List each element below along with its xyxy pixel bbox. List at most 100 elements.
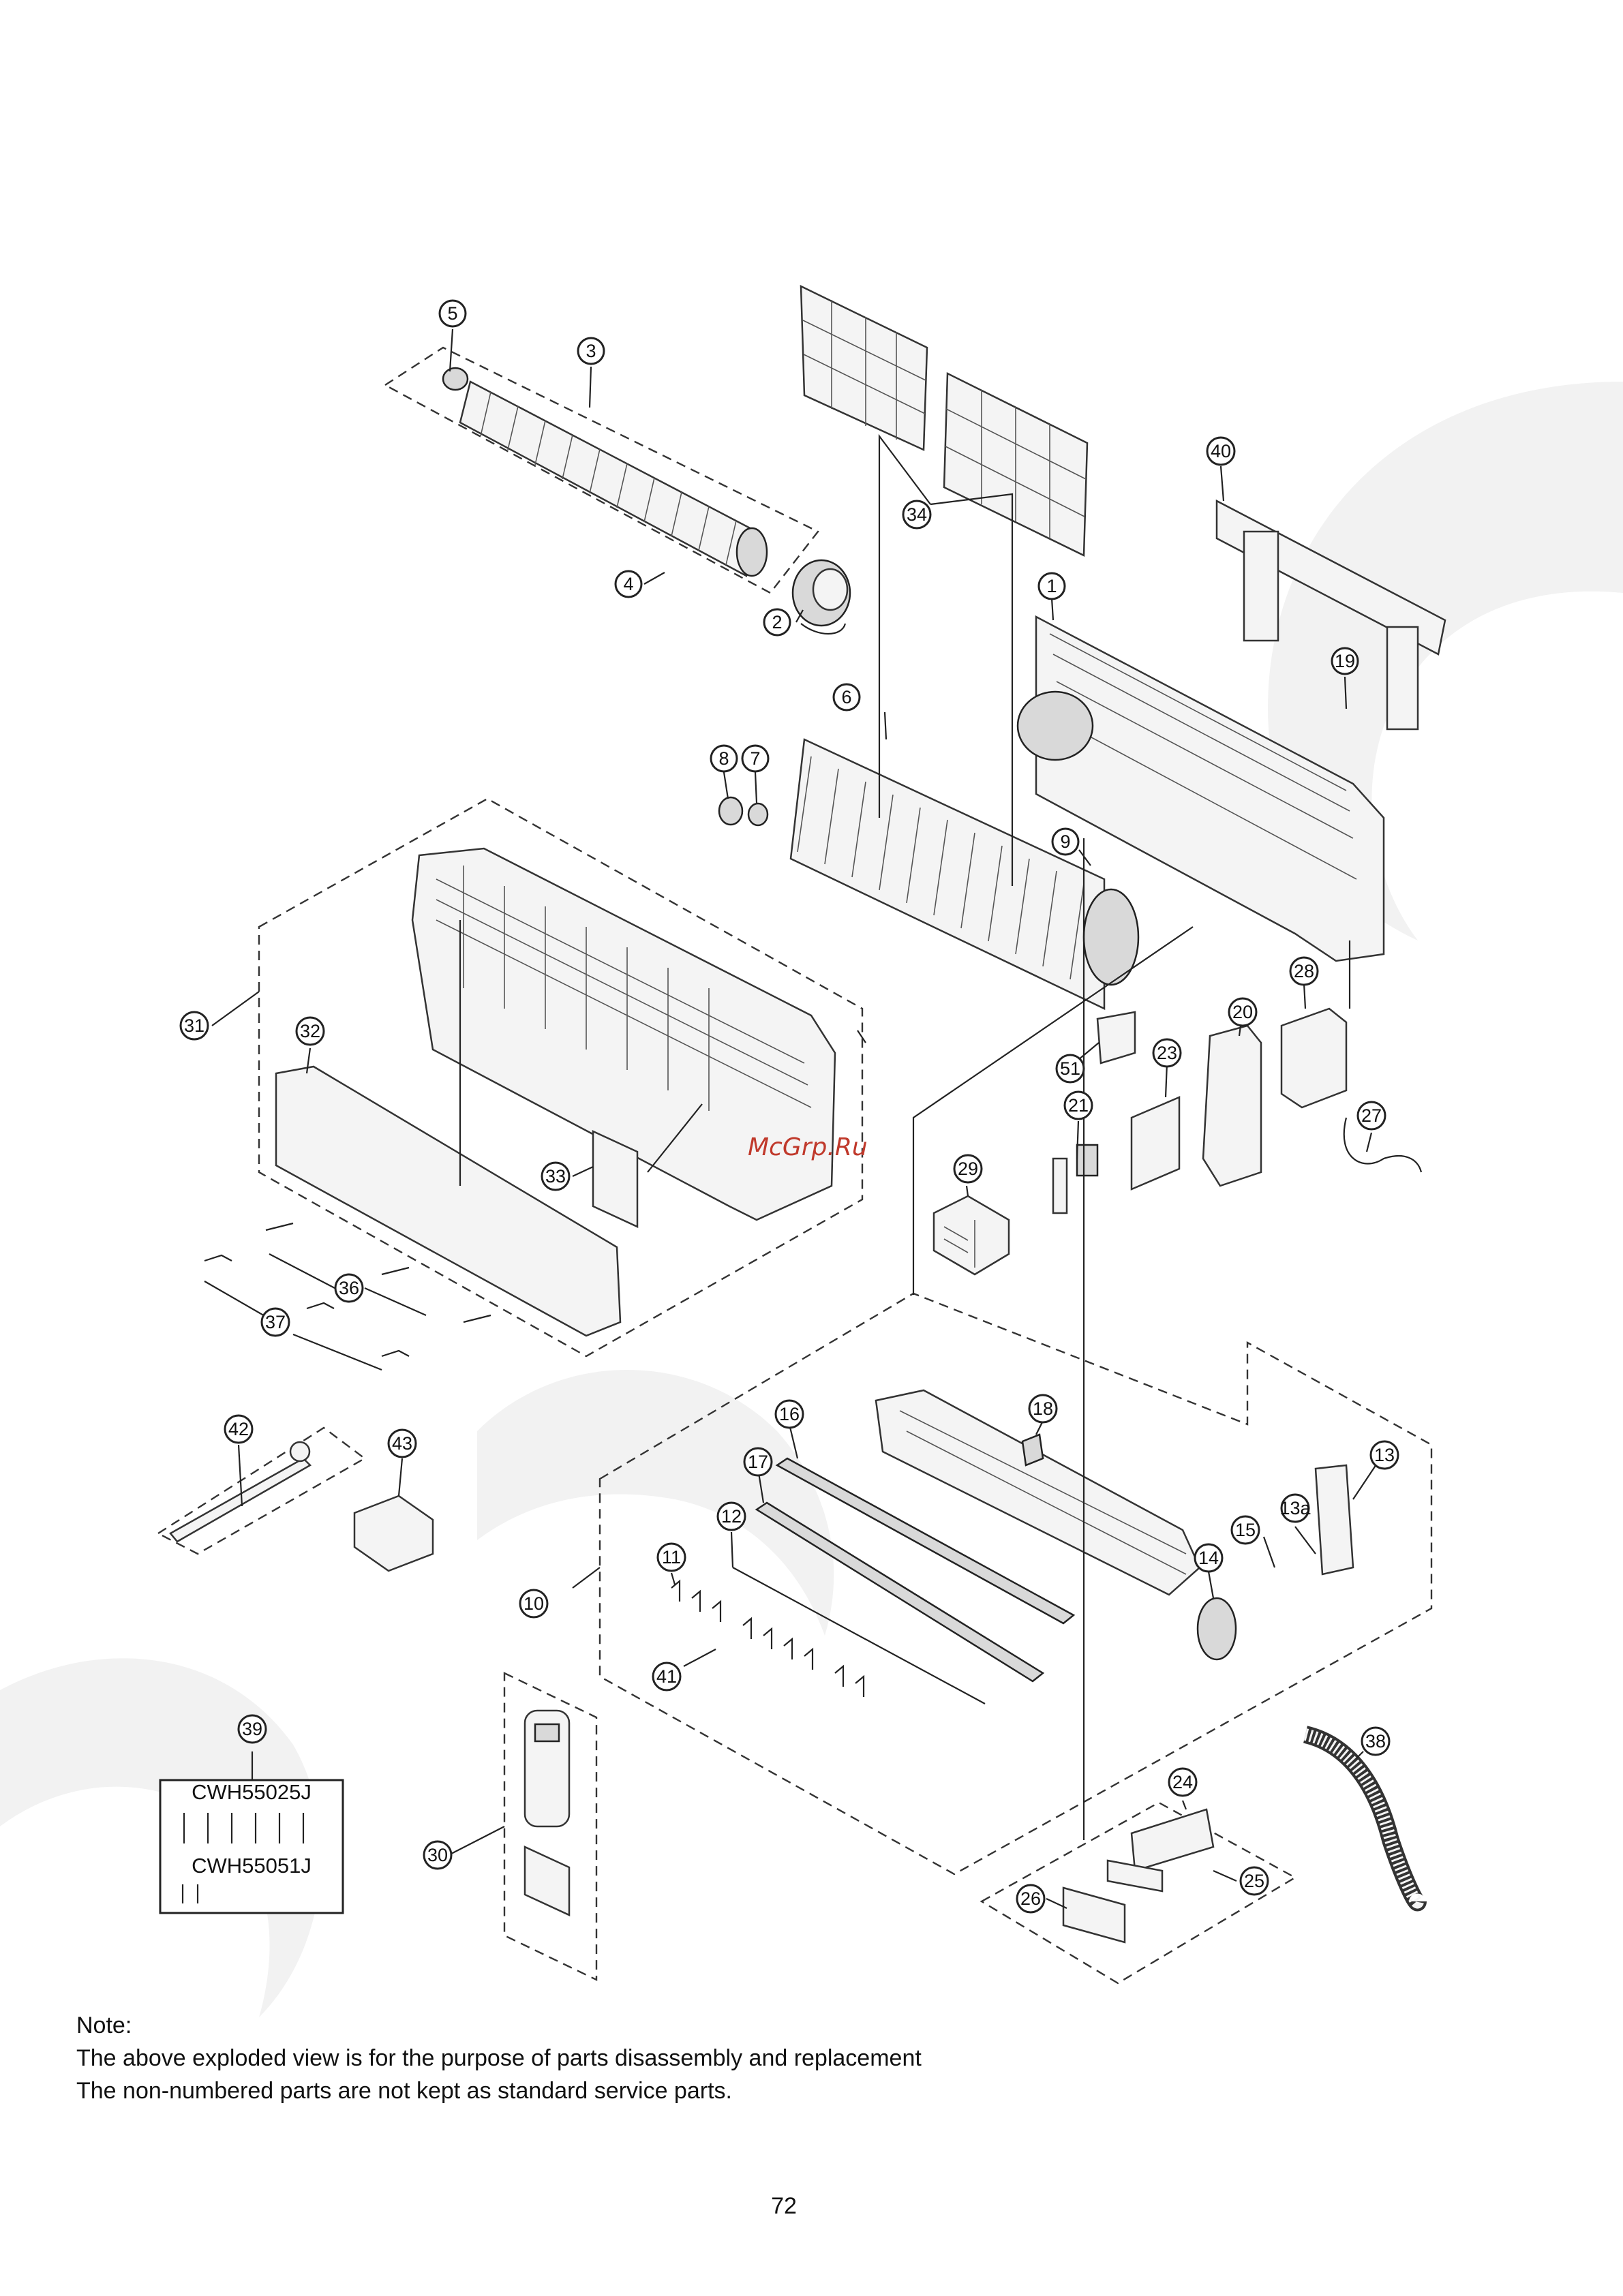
callout-32: 32 <box>295 1016 325 1046</box>
callout-number: 15 <box>1235 1520 1256 1540</box>
callout-10: 10 <box>519 1589 549 1619</box>
callout-29: 29 <box>953 1154 983 1184</box>
callout-number: 21 <box>1068 1095 1089 1116</box>
background-swirl <box>0 382 1623 2017</box>
callout-7: 7 <box>741 744 770 773</box>
callout-5: 5 <box>438 299 467 328</box>
callout-number: 37 <box>265 1312 286 1332</box>
callout-number: 8 <box>718 748 729 769</box>
callout-39: 39 <box>237 1714 267 1744</box>
callout-number: 12 <box>721 1506 742 1527</box>
callout-number: 19 <box>1335 651 1355 671</box>
installation-plate <box>1215 499 1446 731</box>
vane-clips <box>671 1579 865 1697</box>
terminal-cover <box>353 1495 434 1572</box>
callout-number: 7 <box>750 748 760 769</box>
front-grille <box>411 847 836 1221</box>
callout-number: 31 <box>184 1015 204 1036</box>
cross-flow-fan <box>442 367 768 577</box>
note-heading: Note: <box>76 2012 132 2038</box>
note-line-2: The non-numbered parts are not kept as s… <box>76 2078 732 2104</box>
callout-33: 33 <box>541 1161 571 1191</box>
bearing-parts <box>718 796 769 827</box>
callout-2: 2 <box>763 608 791 637</box>
callout-number: 40 <box>1211 441 1231 461</box>
callout-number: 24 <box>1172 1772 1193 1792</box>
callout-number: 51 <box>1060 1058 1080 1079</box>
callout-number: 16 <box>779 1404 800 1424</box>
indicator-boards <box>1062 1808 1215 1944</box>
callout-number: 26 <box>1020 1888 1041 1909</box>
callout-51: 51 <box>1055 1054 1085 1084</box>
remote-group-boundary <box>503 1672 598 1981</box>
remote-control <box>524 1709 571 1916</box>
callout-21: 21 <box>1063 1090 1093 1120</box>
screw-kit-box: CWH55025J CWH55051J <box>159 1779 344 1914</box>
callout-3: 3 <box>577 337 605 365</box>
screw-kit-code-bottom: CWH55051J <box>192 1854 312 1878</box>
callout-27: 27 <box>1356 1101 1386 1131</box>
front-panel <box>275 1065 622 1337</box>
fan-motor <box>791 559 851 635</box>
callout-14: 14 <box>1194 1543 1224 1573</box>
screw-kit-code-top: CWH55025J <box>192 1780 312 1804</box>
callout-8: 8 <box>710 744 738 773</box>
fan-group-boundary <box>383 346 819 594</box>
callout-36: 36 <box>334 1273 364 1303</box>
callout-number: 6 <box>841 687 851 707</box>
callout-24: 24 <box>1168 1767 1198 1797</box>
callout-number: 41 <box>656 1666 677 1687</box>
page-number: 72 <box>771 2193 797 2219</box>
mounting-clips <box>204 1222 491 1358</box>
base-group-boundary <box>598 1292 1433 1876</box>
callout-28: 28 <box>1289 956 1319 986</box>
callout-number: 11 <box>662 1547 681 1567</box>
callout-37: 37 <box>260 1307 290 1337</box>
callout-19: 19 <box>1331 647 1359 675</box>
intake-flap <box>592 1130 639 1228</box>
callout-number: 13 <box>1374 1445 1395 1465</box>
callout-number: 28 <box>1294 961 1314 981</box>
callout-34: 34 <box>902 500 932 530</box>
callout-number: 43 <box>392 1433 412 1454</box>
control-boards <box>1052 1007 1423 1214</box>
callout-9: 9 <box>1051 827 1080 856</box>
lead-wire-assembly <box>169 1441 312 1543</box>
main-chassis <box>1016 615 1385 962</box>
callout-number: 2 <box>772 612 782 632</box>
callout-number: 29 <box>958 1159 978 1179</box>
callout-40: 40 <box>1206 436 1236 466</box>
drain-pan <box>875 1389 1201 1596</box>
callout-number: 9 <box>1060 831 1070 852</box>
callout-11: 11 <box>656 1542 686 1572</box>
callout-6: 6 <box>832 683 861 711</box>
stepping-motors <box>1196 1464 1354 1661</box>
callout-number: 33 <box>545 1166 566 1187</box>
drain-hose <box>1303 1726 1427 1912</box>
callout-number: 23 <box>1157 1043 1177 1063</box>
callout-number: 1 <box>1046 576 1057 596</box>
callout-number: 25 <box>1244 1871 1264 1891</box>
callout-1: 1 <box>1037 572 1066 600</box>
callout-16: 16 <box>774 1399 804 1429</box>
callout-42: 42 <box>224 1414 254 1444</box>
callout-15: 15 <box>1230 1515 1260 1545</box>
callout-26: 26 <box>1016 1884 1046 1914</box>
callout-12: 12 <box>716 1501 746 1531</box>
callout-17: 17 <box>743 1447 773 1477</box>
callout-number: 30 <box>427 1845 448 1865</box>
callout-43: 43 <box>387 1428 417 1458</box>
callout-number: 34 <box>907 504 927 525</box>
callout-number: 13a <box>1279 1498 1311 1518</box>
air-filters <box>800 284 1089 557</box>
callout-number: 38 <box>1365 1731 1386 1751</box>
callout-13: 13 <box>1369 1440 1399 1470</box>
lead-wire-group-boundary <box>156 1426 367 1555</box>
callout-38: 38 <box>1361 1726 1391 1756</box>
leader-lines <box>204 328 1381 1909</box>
terminal-board <box>932 1195 1010 1276</box>
callout-30: 30 <box>423 1840 453 1870</box>
callout-4: 4 <box>614 570 643 598</box>
callout-13a: 13a <box>1279 1493 1311 1523</box>
